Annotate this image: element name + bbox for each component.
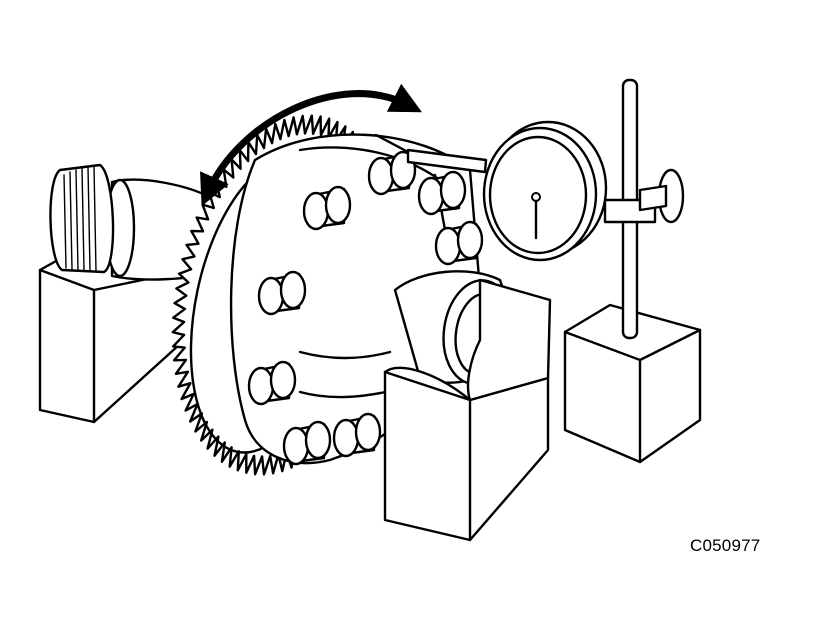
case-bolt xyxy=(332,412,382,458)
figure-code: C050977 xyxy=(690,536,761,555)
case-bolt xyxy=(417,170,467,216)
dial-indicator-icon xyxy=(374,120,608,262)
case-bolt xyxy=(302,185,352,231)
right-support-block xyxy=(383,278,552,542)
case-bolt xyxy=(434,220,484,266)
magnetic-base-icon xyxy=(563,78,702,464)
double-arrow-icon xyxy=(200,83,423,207)
left-shaft xyxy=(49,163,217,281)
case-bolt xyxy=(282,420,332,466)
case-bolt xyxy=(257,270,307,316)
splined-shaft-icon xyxy=(63,165,97,272)
case-bolt xyxy=(247,360,297,406)
